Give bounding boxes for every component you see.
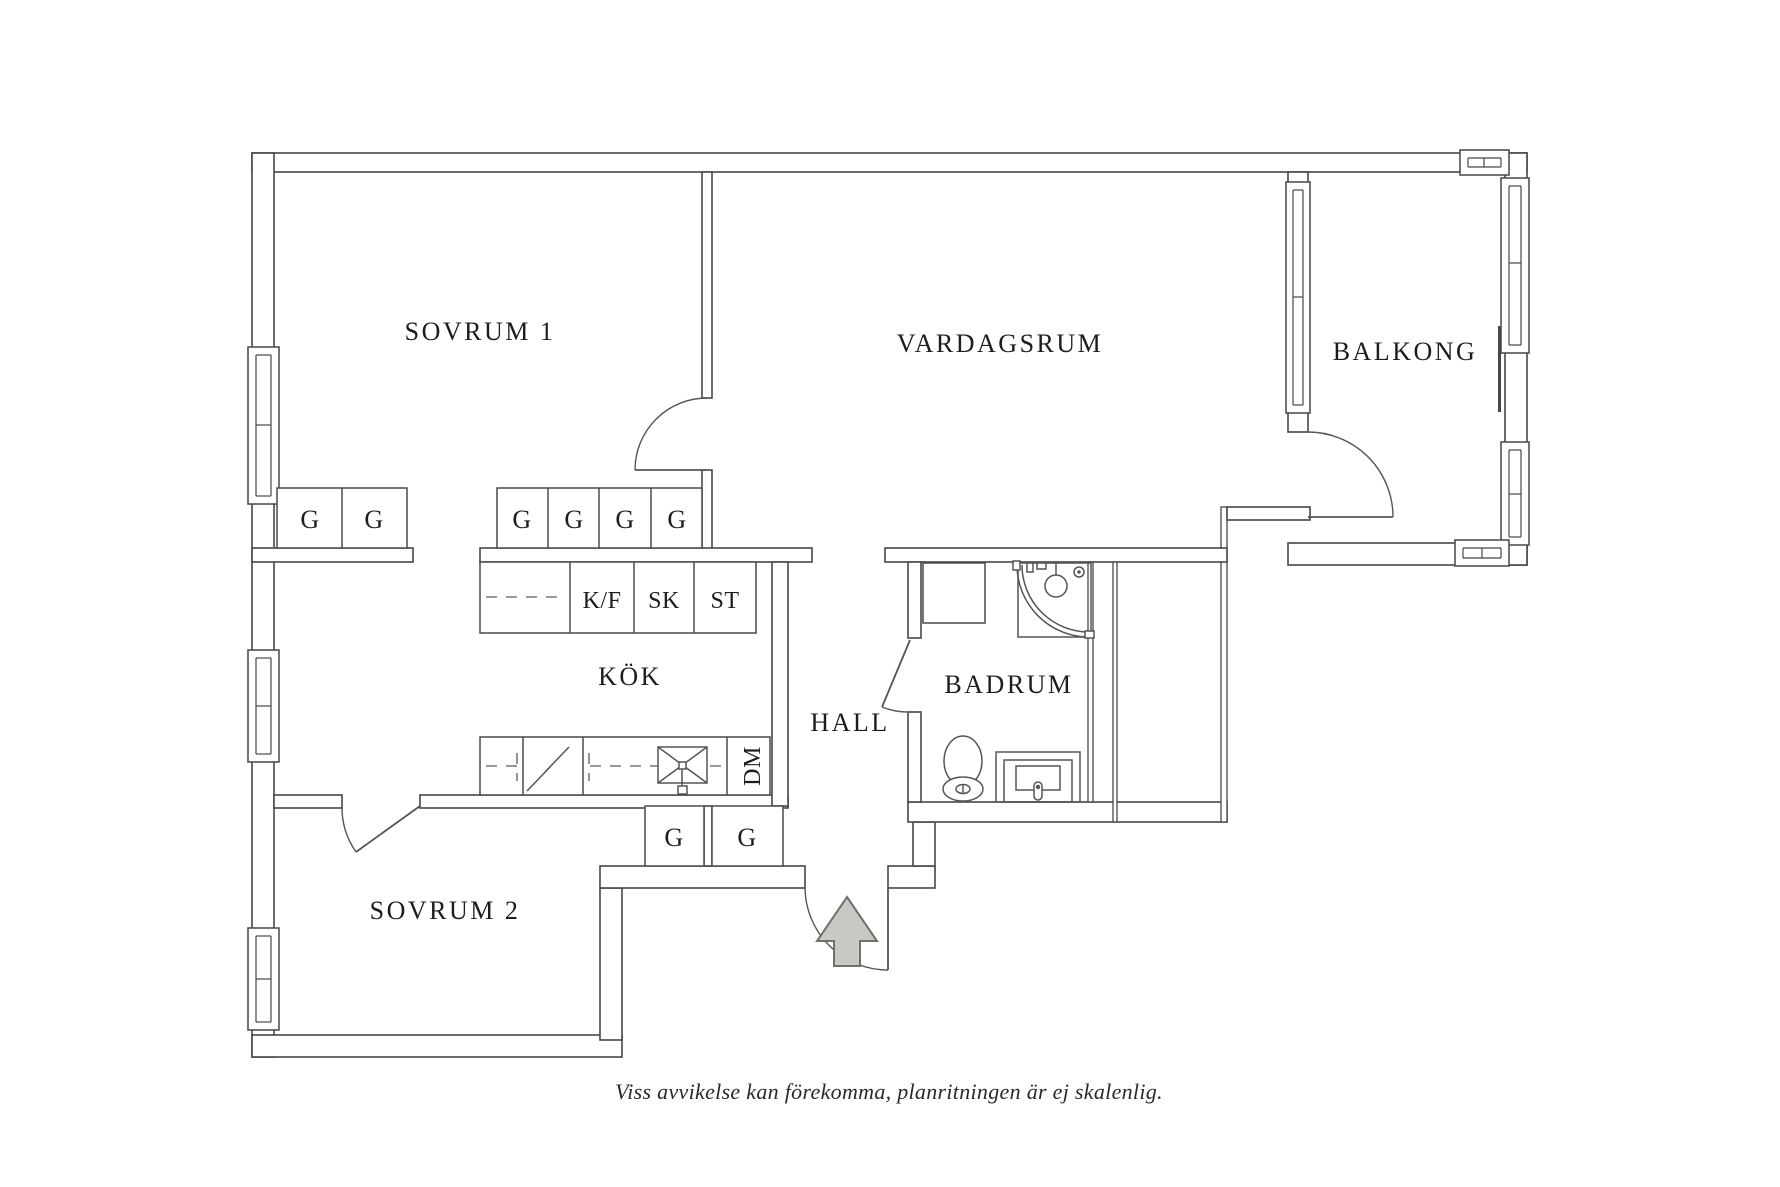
wall-badrum-bottom [907, 801, 1228, 823]
wardrobe-kok-side [644, 805, 705, 867]
windows [247, 149, 1530, 1031]
window-balkong-left [1285, 181, 1311, 414]
stove-icon [516, 746, 590, 792]
wall-vardagsrum-bottom-right [1226, 506, 1311, 521]
wall-shaft-right [1220, 506, 1228, 823]
wall-left [251, 152, 275, 1058]
doors [341, 397, 1394, 971]
wall-badrum-left-upper [907, 561, 922, 639]
label-wardrobe: G [512, 505, 531, 534]
labels: SOVRUM 1 VARDAGSRUM BALKONG KÖK HALL BAD… [300, 317, 1478, 1104]
wall-top [251, 152, 1528, 173]
wall-vardagsrum-bottom [884, 547, 1228, 563]
door-badrum [881, 639, 913, 713]
room-label-badrum: BADRUM [944, 670, 1073, 699]
label-wardrobe: G [300, 505, 319, 534]
entry-arrow-icon [815, 895, 879, 967]
wall-badrum-left-lower [907, 711, 922, 803]
door-sovrum1 [634, 397, 708, 471]
wall-badrum-right [1087, 561, 1094, 803]
wall-closet-left [251, 547, 414, 563]
badrum-cabinet [922, 562, 986, 624]
label-fridge-freezer: K/F [583, 588, 622, 614]
wall-g-divider-stub [703, 805, 713, 867]
wall-sovrum2-right [599, 887, 623, 1041]
window-sovrum2 [247, 927, 280, 1031]
window-balkong-top [1459, 149, 1510, 176]
wall-sovrum1-partition-stub [701, 469, 713, 551]
wall-entry-left [599, 865, 806, 889]
washbasin-icon [995, 751, 1081, 803]
label-wardrobe: G [364, 505, 383, 534]
wall-entry-right [887, 865, 936, 889]
wall-hall-corner [912, 821, 936, 867]
door-sovrum2 [341, 805, 421, 853]
room-label-hall: HALL [810, 708, 889, 737]
window-balkong-right-upper [1500, 177, 1530, 354]
wall-closet-mid [479, 547, 813, 563]
disclaimer-caption: Viss avvikelse kan förekomma, planritnin… [615, 1079, 1163, 1104]
label-wardrobe: G [615, 505, 634, 534]
wall-shaft-left [1112, 561, 1118, 823]
door-entry [804, 887, 889, 971]
label-cabinet: SK [648, 588, 680, 614]
room-label-sovrum1: SOVRUM 1 [405, 317, 556, 346]
label-wardrobe: G [664, 823, 683, 852]
label-wardrobe: G [737, 823, 756, 852]
sink-icon [657, 746, 708, 795]
wall-sovrum2-top-left [273, 794, 343, 809]
window-balkong-right-lower [1500, 441, 1530, 546]
label-dishwasher: DM [740, 746, 766, 786]
balcony-railing [1498, 326, 1501, 412]
wall-sovrum1-partition [701, 171, 713, 399]
shower-icon [1012, 560, 1095, 639]
window-balkong-bottom [1454, 539, 1510, 567]
toilet-icon [942, 735, 984, 802]
room-label-sovrum2: SOVRUM 2 [370, 896, 521, 925]
cabinets [276, 487, 986, 867]
wall-hall-left [771, 561, 789, 807]
wall-sovrum2-bottom [251, 1034, 623, 1058]
door-balkong [1307, 431, 1394, 518]
kitchen-counter [479, 736, 771, 796]
window-kok [247, 649, 280, 763]
room-label-vardagsrum: VARDAGSRUM [897, 329, 1104, 358]
room-label-balkong: BALKONG [1333, 337, 1478, 366]
label-wardrobe: G [667, 505, 686, 534]
bathroom-fixtures [942, 560, 1095, 803]
label-wardrobe: G [564, 505, 583, 534]
label-cleaning-cabinet: ST [710, 588, 739, 614]
wardrobe-hall-side [711, 805, 784, 867]
window-sovrum1 [247, 346, 280, 505]
room-label-kok: KÖK [598, 662, 662, 691]
